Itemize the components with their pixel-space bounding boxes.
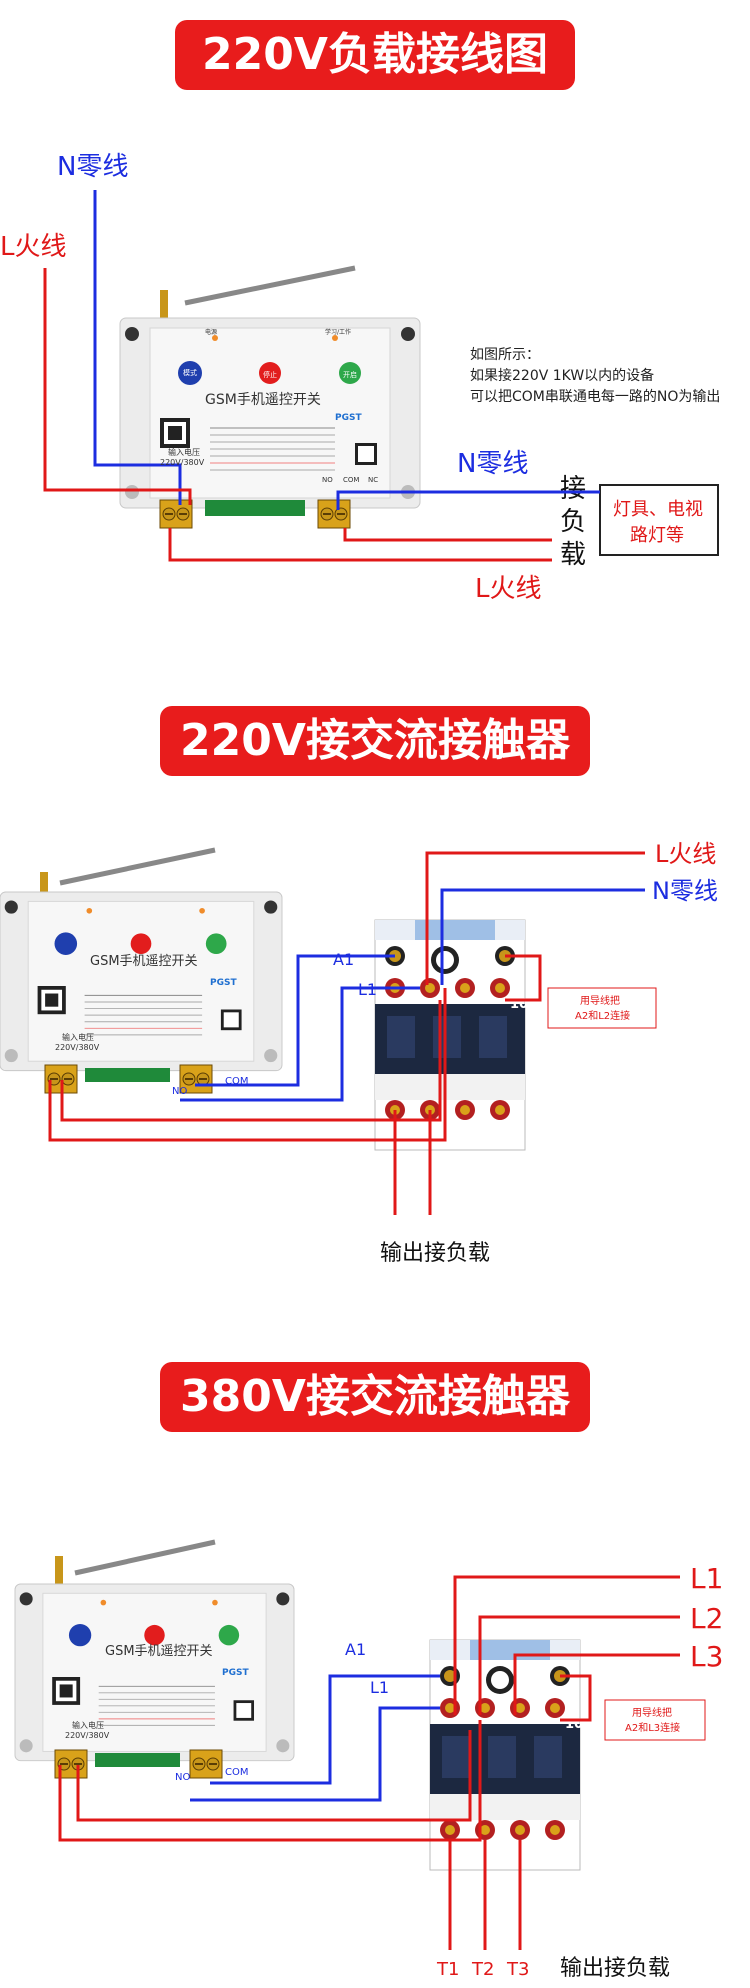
voltage-label-s1: 输入电压 [168,447,200,457]
section1-device [119,265,421,529]
learn-s1: 学习/工作 [325,328,351,336]
section3-title: 380V接交流接触器 [160,1362,590,1432]
l-label-bottom: L火线 [475,574,542,604]
section3-l3-label: L3 [690,1640,723,1673]
voltage-label-s3: 输入电压 [72,1720,104,1730]
section3-t2-label: T2 [471,1959,494,1980]
section1-title: 220V负载接线图 [175,20,575,90]
load-label-3: 载 [560,540,586,570]
brand-s2: PGST [210,978,237,988]
section2-wires [48,851,645,1215]
l-label-left: L火线 [0,232,67,262]
device-name-s1: GSM手机遥控开关 [205,392,321,408]
voltage-label-s2: 输入电压 [62,1032,94,1042]
section2-n-label: N零线 [652,877,718,905]
voltage-s3: 220V/380V [65,1731,110,1740]
section2-a1-label: A1 [333,950,354,969]
section3-note-box [604,1699,706,1741]
section1-note-line2: 如果接220V 1KW以内的设备 [470,368,655,384]
section3-com-label: COM [225,1767,248,1778]
section3-l1-label: L1 [690,1562,723,1595]
section3-device [14,1539,295,1779]
nc-s1: NC [368,476,378,484]
antenna-icon [184,265,356,306]
section3-contactor [429,1639,581,1871]
section3-note-line2: A2和L3连接 [625,1721,680,1734]
load-box [599,484,719,556]
section2-note-line1: 用导线把 [580,994,620,1007]
section3-l1-in-label: L1 [370,1678,389,1697]
load-label-2: 负 [560,507,586,537]
section3-no-label: NO [175,1772,190,1783]
section2-title: 220V接交流接触器 [160,706,590,776]
load-label-1: 接 [560,474,586,504]
brand-s3: PGST [222,1668,249,1678]
antenna-icon [74,1539,216,1576]
voltage-s1: 220V/380V [160,458,205,467]
section2-com-label: COM [225,1076,248,1087]
brand-s1: PGST [335,413,362,423]
n-label-top: N零线 [57,152,128,182]
device-name-s3: GSM手机遥控开关 [105,1644,213,1659]
section3-t1-label: T1 [436,1959,459,1980]
device-name-s2: GSM手机遥控开关 [90,954,198,969]
section2-device [0,847,283,1094]
section3-output-label: 输出接负载 [560,1956,670,1981]
section2-no-label: NO [172,1086,187,1097]
section1-wires [43,190,600,562]
section3-a1-label: A1 [345,1640,366,1659]
no-s1: NO [322,476,333,484]
antenna-icon [59,847,216,886]
com-s1: COM [343,476,359,484]
section3-wires [58,1575,680,1950]
section1-note-line1: 如图所示： [470,347,540,363]
voltage-s2: 220V/380V [55,1043,100,1052]
section2-note-line2: A2和L2连接 [575,1009,630,1022]
section2-note-box [547,987,657,1029]
btn-open-s1: 开启 [343,370,357,379]
section2-output-label: 输出接负载 [380,1241,490,1266]
section1-note-line3: 可以把COM串联通电每一路的NO为输出 [470,389,721,405]
section3-note-line1: 用导线把 [632,1706,672,1719]
section2-l1-label: L1 [358,980,377,999]
section3-l2-label: L2 [690,1602,723,1635]
load-box-line1: 灯具、电视 [613,499,703,520]
section2-contactor [374,919,526,1151]
section3-t3-label: T3 [506,1959,529,1980]
btn-stop-s1: 停止 [263,370,277,379]
load-box-line2: 路灯等 [630,525,684,546]
n-label-right: N零线 [457,449,528,479]
power-s1: 电源 [205,328,217,336]
section1-note: 如图所示： 如果接220V 1KW以内的设备 可以把COM串联通电每一路的NO为… [470,345,720,408]
btn-mode-s1: 模式 [183,368,197,377]
section2-l-label: L火线 [655,840,716,868]
